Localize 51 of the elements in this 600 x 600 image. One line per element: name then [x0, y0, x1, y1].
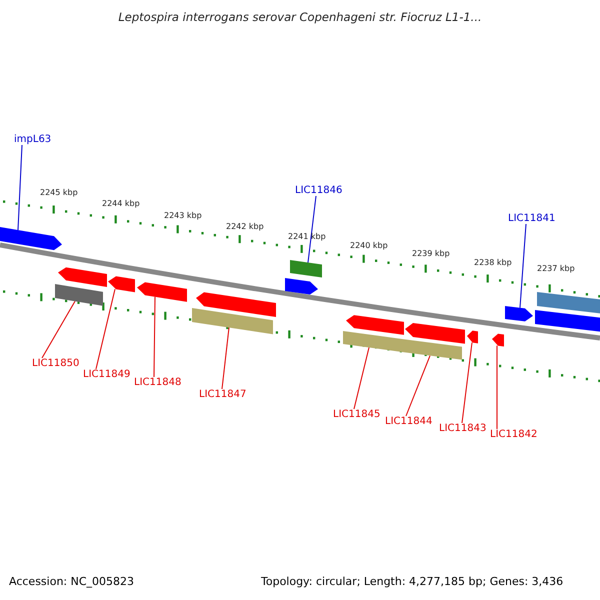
- scale-label: 2245 kbp: [40, 188, 78, 197]
- gene-bar: [402, 339, 462, 360]
- gene-label: LIC11843: [439, 423, 486, 434]
- gene-block: [505, 306, 533, 322]
- leader-line: [520, 224, 526, 308]
- gene-block: [405, 322, 465, 344]
- gene-bar: [535, 310, 600, 332]
- leader-line: [496, 345, 498, 430]
- leader-line: [462, 342, 472, 424]
- leader-line: [96, 288, 116, 370]
- gene-block: [492, 333, 504, 346]
- gene-label: LIC11847: [199, 389, 246, 400]
- scale-label: 2241 kbp: [288, 232, 326, 241]
- scale-label: 2244 kbp: [102, 199, 140, 208]
- gene-label: LIC11849: [83, 369, 130, 380]
- gene-bar: [537, 292, 600, 314]
- gene-label: LIC11844: [385, 416, 432, 427]
- gene-label: LIC11845: [333, 409, 380, 420]
- info-text: Topology: circular; Length: 4,277,185 bp; Genes: 3,436: [261, 575, 564, 588]
- gene-label: LIC11841: [508, 213, 556, 224]
- gene-block: [0, 227, 62, 252]
- gene-block: [196, 291, 276, 318]
- gene-bar: [55, 284, 103, 306]
- leader-line: [222, 327, 230, 390]
- gene-label: impL63: [14, 134, 52, 145]
- gene-label: LIC11846: [295, 185, 342, 196]
- title: Leptospira interrogans serovar Copenhageni str. Fiocruz L1-1...: [117, 10, 483, 24]
- gene-label: LIC11848: [134, 377, 182, 388]
- leader-line: [42, 300, 76, 358]
- gene-block: [108, 275, 135, 292]
- scale-label: 2237 kbp: [537, 264, 575, 273]
- leader-line: [154, 296, 156, 378]
- leader-line: [308, 196, 316, 264]
- gene-bar: [192, 308, 273, 334]
- gene-block: [346, 314, 404, 335]
- scale-label: 2243 kbp: [164, 211, 202, 220]
- leader-line: [354, 347, 370, 410]
- scale-label: 2240 kbp: [350, 241, 388, 250]
- gene-bar: [290, 260, 322, 278]
- info-text: Accession: NC_005823: [9, 575, 134, 588]
- gene-block: [137, 281, 187, 302]
- gene-block: [467, 330, 478, 344]
- scale-label: 2239 kbp: [412, 249, 450, 258]
- scale-label: 2242 kbp: [226, 222, 264, 231]
- gene-bar: [343, 331, 402, 352]
- leader-line: [406, 355, 430, 416]
- gene-block: [285, 278, 318, 296]
- leader-line: [18, 144, 22, 231]
- gene-label: LIC11850: [32, 358, 80, 369]
- gene-label: LIC11842: [490, 429, 538, 440]
- scale-label: 2238 kbp: [474, 258, 512, 267]
